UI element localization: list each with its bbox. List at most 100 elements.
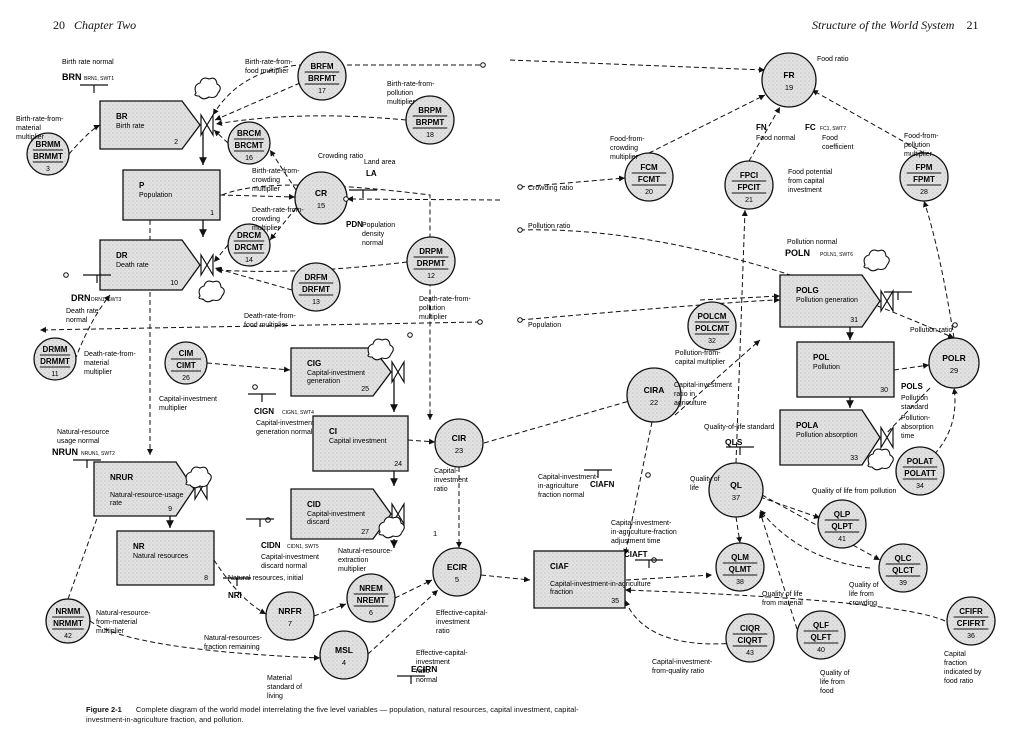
level-name: Population: [139, 192, 172, 199]
diagram-label: Capital-: [434, 468, 459, 475]
figure-label: Figure 2-1: [86, 705, 122, 714]
level-name: Capital-investment: [307, 370, 365, 377]
diagram-label: in-agriculture: [538, 483, 579, 490]
right-section-title: Structure of the World System: [812, 18, 955, 32]
aux-id: FPCI: [740, 171, 758, 180]
equation-number: 36: [967, 633, 975, 640]
diagram-label: from material: [762, 600, 803, 607]
aux-id: MSL: [335, 645, 353, 655]
aux-table: QLFT: [811, 633, 832, 642]
diagram-label: Effective-capital-: [416, 650, 468, 657]
diagram-label: Food-from-: [610, 136, 645, 143]
diagram-label: investment: [436, 619, 470, 626]
diagram-label: Pollution: [901, 395, 928, 402]
level-name: Natural-resource-usage: [110, 492, 184, 499]
diagram-label: crowding: [252, 216, 280, 223]
aux-id: FCM: [640, 163, 658, 172]
aux-table: DRCMT: [235, 243, 264, 252]
aux-id: QLC: [895, 554, 912, 563]
diagram-label: material: [84, 360, 109, 367]
diagram-label: LA: [366, 169, 377, 178]
diagram-label: Pollution ratio: [528, 223, 571, 230]
equation-number: 29: [950, 366, 958, 375]
aux-table: DRMMT: [40, 357, 70, 366]
equation-number: 23: [455, 446, 463, 455]
equation-number: 6: [369, 610, 373, 617]
diagram-label: pollution: [904, 142, 930, 149]
equation-number: 19: [785, 83, 793, 92]
equation-number: 25: [361, 386, 369, 393]
left-page-number: 20: [53, 18, 65, 32]
aux-id: CR: [315, 188, 327, 198]
diagram-label: material: [16, 125, 41, 132]
equation-number: 13: [312, 299, 320, 306]
diagram-label: QLS: [725, 437, 743, 447]
equation-number: 33: [850, 455, 858, 462]
equation-number: 40: [817, 647, 825, 654]
equation-number: 32: [708, 338, 716, 345]
diagram-label: Capital-investment: [674, 382, 732, 389]
diagram-label: multiplier: [904, 151, 933, 158]
diagram-label: Death rate: [66, 308, 99, 315]
diagram-label: Capital-investment: [159, 396, 217, 403]
diagram-label: CIDN: [261, 541, 281, 550]
diagram-label: CIDN1, SWT5: [287, 544, 319, 550]
equation-number: 4: [342, 658, 346, 667]
aux-table: BRCMT: [235, 141, 264, 150]
diagram-label: Birth-rate-from-: [245, 59, 293, 66]
aux-id: FPM: [916, 163, 933, 172]
diagram-label: Food-from-: [904, 133, 939, 140]
diagram-label: 1: [433, 529, 437, 538]
aux-id: BRPM: [418, 106, 442, 115]
level-name: generation: [307, 378, 340, 385]
diagram-label: Capital-investment: [256, 420, 314, 427]
aux-table: CIMT: [176, 361, 196, 370]
diagram-label: investment: [434, 477, 468, 484]
diagram-label: life: [690, 485, 699, 492]
equation-number: 1: [210, 210, 214, 217]
level-name: Capital-investment-in-agriculture: [550, 581, 651, 588]
level-name: Natural resources: [133, 553, 189, 560]
rate-valve-icon: [200, 252, 214, 278]
cloud-source-icon: [185, 466, 212, 489]
equation-number: 37: [732, 493, 740, 502]
equation-number: 17: [318, 88, 326, 95]
diagram-label: CIAFN: [590, 480, 615, 489]
diagram-label: Pollution-from-: [675, 350, 721, 357]
level-id: CID: [307, 500, 321, 509]
aux-id: CIQR: [740, 624, 760, 633]
diagram-label: Quality-of-life standard: [704, 424, 775, 431]
diagram-label: Natural-resources-: [204, 635, 263, 642]
diagram-label: FC1, SWT7: [820, 126, 846, 132]
diagram-label: Capital: [944, 651, 966, 658]
level-id: POL: [813, 353, 830, 362]
diagram-label: fraction: [944, 660, 967, 667]
diagram-label: normal: [362, 240, 384, 247]
equation-number: 42: [64, 633, 72, 640]
link-tap-icon: [265, 517, 271, 523]
diagram-label: multiplier: [419, 314, 448, 321]
diagram-label: food multiplier: [244, 322, 288, 329]
diagram-label: FC: [805, 123, 816, 132]
cloud-source-icon: [367, 338, 394, 361]
level-name: Birth rate: [116, 123, 145, 130]
level-id: NR: [133, 542, 145, 551]
diagram-label: Food: [822, 135, 838, 142]
level-id: CIG: [307, 359, 321, 368]
diagram-label: density: [362, 231, 385, 238]
equation-number: 16: [245, 155, 253, 162]
diagram-label: Death-rate-from-: [244, 313, 296, 320]
equation-number: 38: [736, 579, 744, 586]
